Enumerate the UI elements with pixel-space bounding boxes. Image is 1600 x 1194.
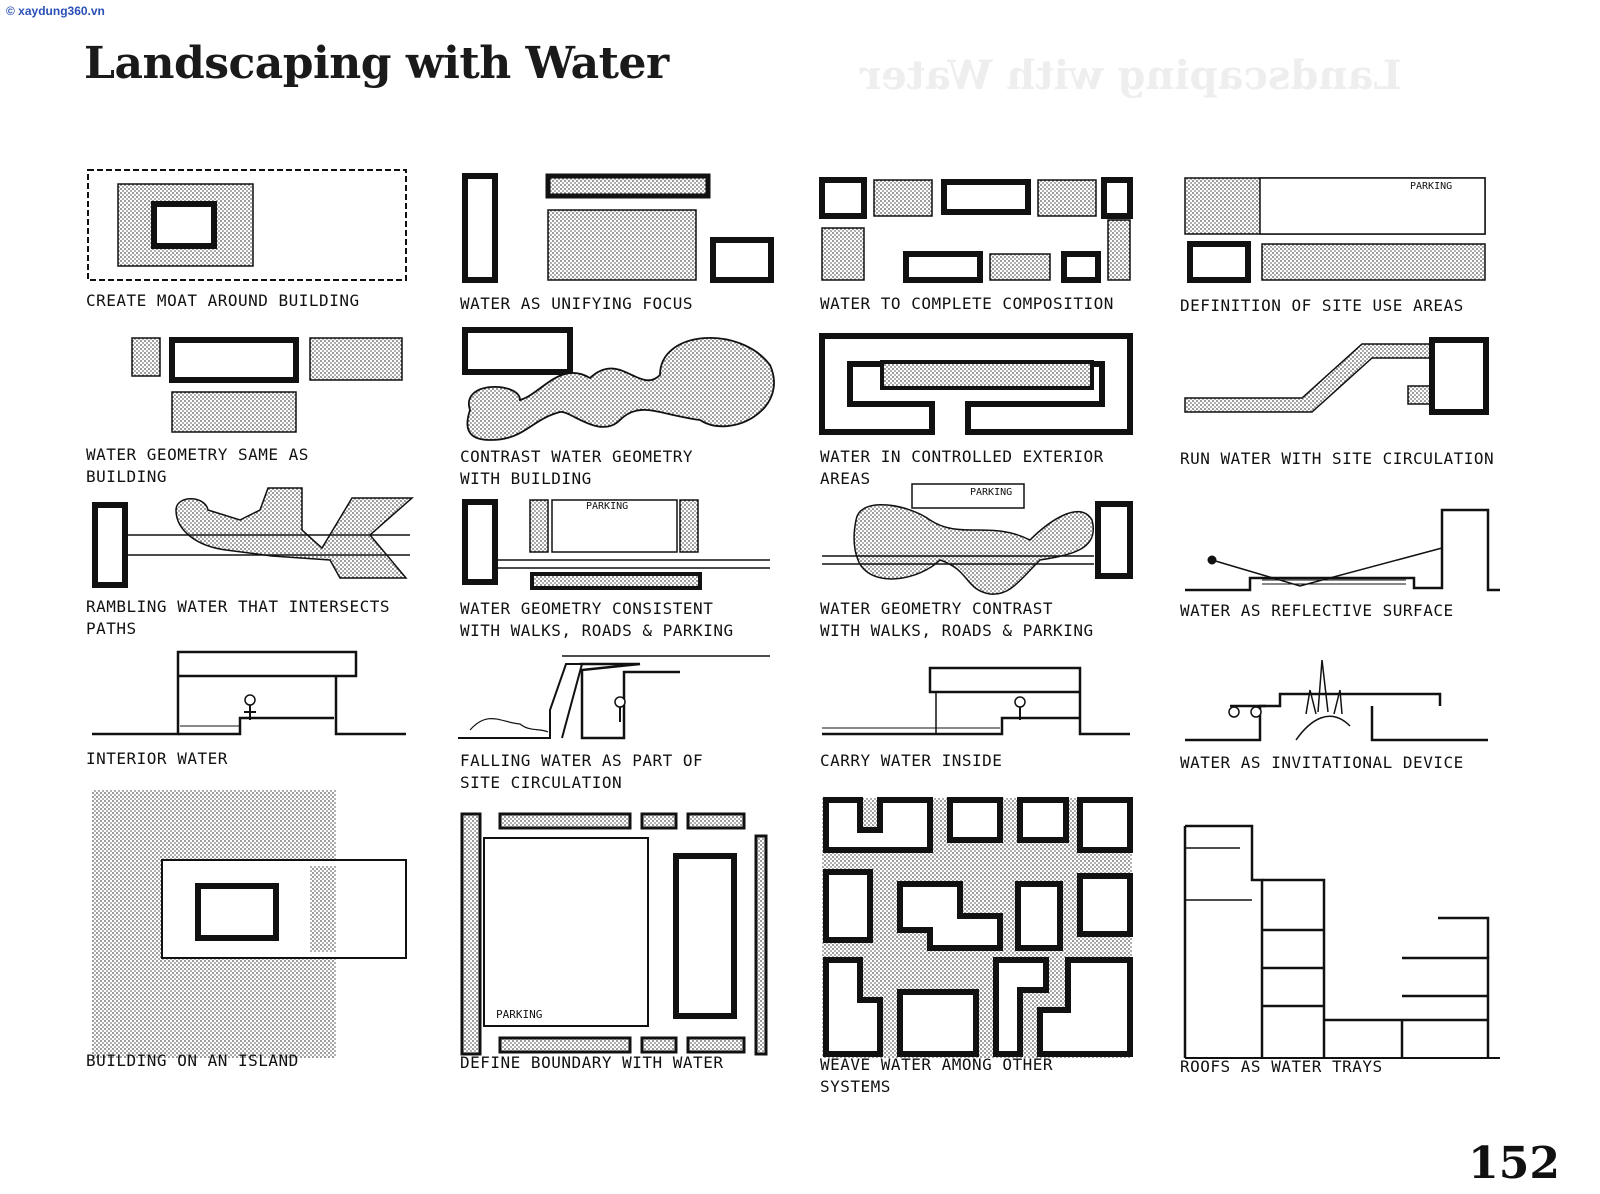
sketch-falling-water: [458, 655, 770, 740]
caption-geometry-same: WATER GEOMETRY SAME AS BUILDING: [86, 445, 309, 486]
caption-invitational-device: WATER AS INVITATIONAL DEVICE: [1180, 753, 1464, 772]
caption-carry-water-inside: CARRY WATER INSIDE: [820, 751, 1003, 770]
sketch-moat-around-building: [87, 169, 407, 281]
caption-geometry-contrast: WATER GEOMETRY CONTRAST WITH WALKS, ROAD…: [820, 599, 1094, 640]
caption-geometry-consistent: WATER GEOMETRY CONSISTENT WITH WALKS, RO…: [460, 599, 734, 640]
caption-building-on-island: BUILDING ON AN ISLAND: [86, 1051, 299, 1070]
sketch-geometry-same: [131, 337, 403, 433]
sketch-carry-water-inside: [822, 666, 1130, 736]
caption-roofs-water-trays: ROOFS AS WATER TRAYS: [1180, 1057, 1383, 1076]
parking-label-consistent: PARKING: [586, 501, 628, 512]
caption-weave-water: WEAVE WATER AMONG OTHER SYSTEMS: [820, 1055, 1054, 1096]
caption-rambling-water: RAMBLING WATER THAT INTERSECTS PATHS: [86, 597, 390, 638]
parking-label-boundary: PARKING: [496, 1008, 542, 1021]
caption-contrast-geometry: CONTRAST WATER GEOMETRY WITH BUILDING: [460, 447, 694, 488]
caption-unifying-focus: WATER AS UNIFYING FOCUS: [460, 294, 694, 313]
page-number: 152: [1468, 1138, 1560, 1189]
caption-controlled-exterior: WATER IN CONTROLLED EXTERIOR AREAS: [820, 447, 1104, 488]
caption-reflective-surface: WATER AS REFLECTIVE SURFACE: [1180, 601, 1454, 620]
sketch-roofs-water-trays: [1183, 824, 1500, 1059]
sketch-run-with-circulation: [1184, 337, 1489, 415]
caption-falling-water: FALLING WATER AS PART OF SITE CIRCULATIO…: [460, 751, 704, 792]
sketch-contrast-geometry: [462, 327, 775, 441]
sketch-rambling-water: [92, 487, 414, 588]
sketch-weave-water: [822, 797, 1133, 1058]
sketch-interior-water: [92, 650, 406, 736]
caption-interior-water: INTERIOR WATER: [86, 749, 228, 768]
sketch-building-on-island: [92, 790, 407, 1058]
sketch-controlled-exterior: [819, 333, 1133, 435]
sketch-complete-composition: [819, 177, 1133, 283]
sketch-define-boundary: [460, 812, 768, 1056]
sketch-unifying-focus: [462, 173, 774, 283]
caption-site-use-areas: DEFINITION OF SITE USE AREAS: [1180, 296, 1464, 315]
parking-label-site-use: PARKING: [1410, 181, 1452, 192]
sketch-reflective-surface: [1185, 508, 1500, 592]
page-title: Landscaping with Water: [84, 38, 669, 89]
sketch-invitational-device: [1185, 659, 1488, 742]
sketch-site-use-areas: [1184, 177, 1486, 283]
watermark: © xaydung360.vn: [6, 4, 105, 18]
sketch-geometry-consistent: [462, 499, 770, 590]
caption-moat: CREATE MOAT AROUND BUILDING: [86, 291, 360, 310]
parking-label-contrast: PARKING: [970, 487, 1012, 498]
caption-complete-composition: WATER TO COMPLETE COMPOSITION: [820, 294, 1114, 313]
sketch-geometry-contrast: [822, 483, 1133, 595]
caption-define-boundary: DEFINE BOUNDARY WITH WATER: [460, 1053, 724, 1072]
caption-run-with-circulation: RUN WATER WITH SITE CIRCULATION: [1180, 449, 1495, 468]
